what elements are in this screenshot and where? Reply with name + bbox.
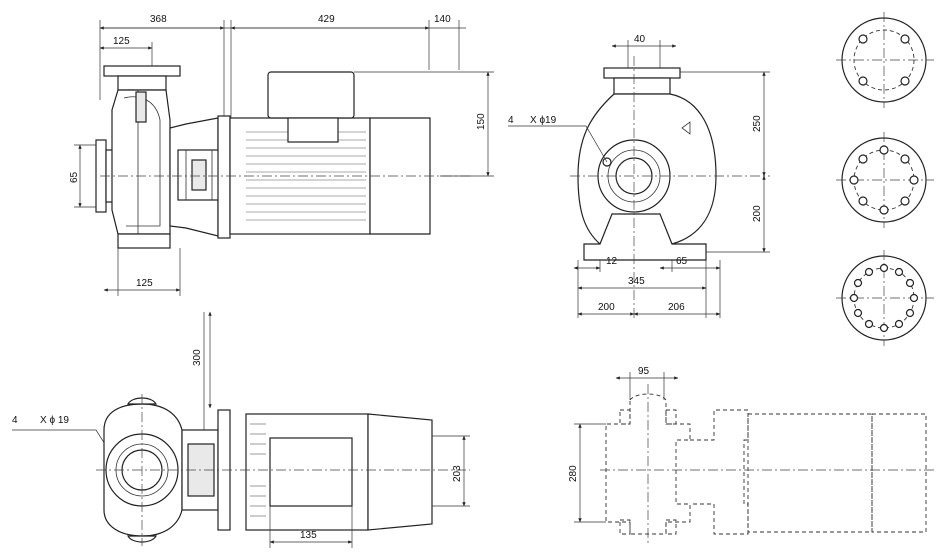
- bolt-hole: [858, 76, 868, 86]
- bolt-hole: [900, 154, 910, 164]
- motor-flange: [217, 115, 231, 239]
- dim-label-206: 206: [668, 302, 685, 313]
- motor-fins-top: [250, 423, 266, 517]
- dim-label-368: 368: [150, 14, 167, 25]
- bolt-hole: [849, 175, 859, 185]
- terminal-box-top: [269, 437, 353, 507]
- dim-label-40: 40: [634, 34, 646, 45]
- volute-inner: [123, 96, 161, 227]
- bracket-outline-dashed: [690, 409, 749, 535]
- bolt-hole: [905, 308, 915, 318]
- flange-pattern-8-holes: [836, 132, 934, 228]
- dim-label-150: 150: [476, 113, 487, 130]
- bolt-hole: [894, 319, 904, 329]
- dim-label-300: 300: [192, 349, 203, 366]
- bolt-hole: [853, 278, 863, 288]
- hole-count-front: 4: [508, 115, 514, 126]
- bolt-hole: [879, 145, 889, 155]
- bolt-hole: [905, 278, 915, 288]
- dim-label-345: 345: [628, 276, 645, 287]
- hole-label-front: X ϕ19: [530, 115, 557, 126]
- dim-label-250: 250: [752, 115, 763, 132]
- terminal-box: [267, 71, 355, 119]
- bolt-hole: [858, 154, 868, 164]
- discharge-flange: [103, 65, 181, 77]
- bolt-hole: [900, 196, 910, 206]
- outline-boss: [665, 409, 677, 425]
- bolt-hole: [879, 205, 889, 215]
- hole-label-top: X ϕ 19: [40, 415, 69, 426]
- dim-label-280: 280: [568, 465, 579, 482]
- bolt-hole: [909, 293, 919, 303]
- terminal-box-base: [287, 117, 339, 143]
- bolt-hole: [849, 293, 859, 303]
- dim-label-65: 65: [69, 171, 80, 183]
- bolt-hole: [858, 34, 868, 44]
- bolt-hole: [909, 175, 919, 185]
- side-view: 368 429 140 125 65: [69, 14, 494, 296]
- dim-label-135: 135: [300, 530, 317, 541]
- bolt-hole: [894, 267, 904, 277]
- dim-label-125-upper: 125: [113, 36, 130, 47]
- flange-pattern-4-holes: [836, 12, 934, 108]
- outline-view: 95 280: [568, 366, 936, 546]
- dim-label-95: 95: [638, 366, 650, 377]
- bolt-hole: [864, 267, 874, 277]
- dim-label-200-vert: 200: [752, 205, 763, 222]
- fan-cover-top: [367, 413, 433, 531]
- top-view: 300 4 X ϕ 19: [12, 311, 470, 548]
- flange-pattern-12-holes: [836, 250, 934, 346]
- bolt-hole: [900, 76, 910, 86]
- shaft-coupling: [191, 159, 207, 191]
- dim-label-203: 203: [452, 465, 463, 482]
- dim-label-200-horiz: 200: [598, 302, 615, 313]
- motor-fins: [246, 131, 366, 221]
- bolt-hole: [853, 308, 863, 318]
- motor-outline-dashed: [747, 413, 873, 533]
- discharge-flange-front: [603, 67, 681, 79]
- discharge-neck: [117, 75, 167, 91]
- fan-cover: [369, 117, 431, 235]
- bolt-hole: [879, 263, 889, 273]
- bolt-hole: [900, 34, 910, 44]
- bolt-hole: [864, 319, 874, 329]
- outline-boss: [665, 519, 677, 535]
- plug: [135, 91, 147, 123]
- dim-label-65-foot: 65: [676, 256, 688, 267]
- bolt-hole: [858, 196, 868, 206]
- hole-leader: [508, 125, 608, 163]
- dim-label-125-lower: 125: [136, 278, 153, 289]
- outline-boss: [619, 519, 631, 535]
- pump-foot: [117, 233, 171, 249]
- bolt-hole: [879, 323, 889, 333]
- rotation-arrow-icon: [681, 121, 691, 135]
- hole-count-top: 4: [12, 415, 18, 426]
- front-view: 40 4 X ϕ19 250 200 12 65: [508, 34, 770, 320]
- discharge-neck-front: [613, 77, 671, 95]
- dim-label-12: 12: [606, 256, 618, 267]
- dim-label-140: 140: [434, 14, 451, 25]
- fan-outline-dashed: [871, 413, 927, 533]
- outline-boss: [619, 409, 631, 425]
- dim-label-429: 429: [318, 14, 335, 25]
- hole-leader-top: [12, 429, 111, 453]
- pump-feet: [583, 213, 707, 261]
